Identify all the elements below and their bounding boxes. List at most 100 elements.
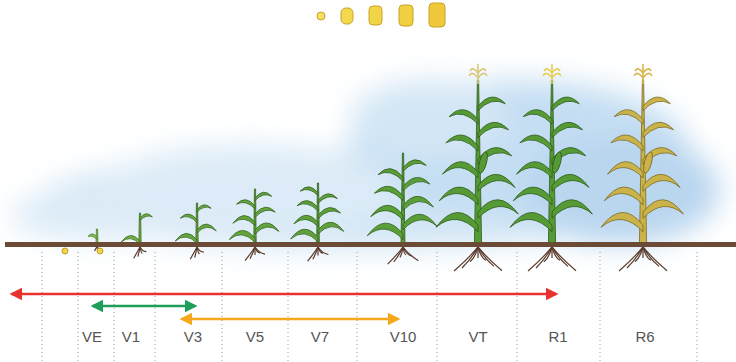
- tassel: [552, 73, 561, 78]
- root: [197, 247, 204, 252]
- ear: [642, 151, 654, 174]
- leaf: [478, 97, 505, 111]
- stage-label: R6: [635, 328, 654, 346]
- tassel: [478, 73, 487, 78]
- leaf: [291, 229, 318, 242]
- stage-ranges: [12, 294, 556, 319]
- tassel: [469, 73, 478, 78]
- tassel: [642, 64, 644, 84]
- corn-plant: [510, 64, 592, 271]
- corn-plant: [175, 203, 216, 259]
- seed: [97, 248, 103, 254]
- stage-label: VE: [82, 328, 102, 346]
- root: [190, 247, 197, 259]
- leaf: [318, 222, 344, 234]
- leaf: [140, 214, 152, 221]
- ear: [551, 151, 563, 174]
- root: [195, 247, 197, 258]
- root: [134, 247, 140, 258]
- leaf: [520, 135, 552, 151]
- stage-label: R1: [548, 328, 567, 346]
- stage-label: V5: [246, 328, 264, 346]
- leaf: [197, 205, 211, 212]
- leaf: [614, 110, 643, 124]
- tassel: [643, 69, 651, 73]
- tassel: [477, 64, 479, 84]
- leaf: [643, 122, 674, 137]
- stage-label: V7: [311, 328, 329, 346]
- root: [403, 247, 418, 261]
- leaf: [608, 162, 643, 178]
- tassel: [478, 69, 486, 73]
- leaf: [294, 215, 318, 226]
- leaf: [517, 162, 552, 178]
- sky-wash: [10, 80, 720, 250]
- root: [528, 247, 552, 271]
- root: [552, 247, 576, 271]
- leaf: [643, 97, 670, 111]
- leaf: [197, 224, 216, 233]
- leaf: [552, 97, 579, 111]
- leaf: [478, 122, 509, 137]
- leaf: [601, 212, 643, 231]
- root: [95, 247, 97, 251]
- root: [250, 247, 255, 259]
- tassel: [635, 69, 643, 73]
- stage-label: V3: [184, 328, 202, 346]
- leaf: [318, 194, 337, 204]
- leaf: [643, 200, 683, 219]
- range-arrow: [182, 318, 398, 321]
- leaf: [443, 162, 478, 178]
- tassel: [544, 69, 552, 73]
- root: [635, 247, 643, 262]
- leaf: [523, 110, 552, 124]
- tassel: [543, 73, 552, 78]
- leaf: [436, 212, 478, 231]
- leaf: [552, 200, 592, 219]
- leaf: [233, 215, 255, 225]
- leaf: [478, 200, 518, 219]
- root: [394, 247, 403, 262]
- corn-plant: [436, 64, 518, 271]
- root: [544, 247, 552, 262]
- leaf: [371, 205, 403, 220]
- tassel: [552, 69, 560, 73]
- leaf: [403, 160, 426, 172]
- stage-label: V1: [122, 328, 140, 346]
- stage-label: V10: [390, 328, 417, 346]
- tassel: [551, 64, 553, 84]
- leaf: [229, 230, 255, 242]
- root: [388, 247, 403, 264]
- leaf: [297, 201, 318, 211]
- leaf: [255, 207, 275, 217]
- root: [245, 247, 255, 261]
- corn-plants: [88, 64, 683, 271]
- kernel-sequence: [317, 3, 445, 27]
- stage-dividers: [42, 252, 697, 362]
- leaf: [300, 187, 318, 196]
- root: [619, 247, 643, 271]
- leaf: [378, 169, 403, 181]
- leaf: [510, 212, 552, 231]
- leaf: [180, 214, 197, 222]
- seed: [62, 248, 68, 254]
- tassel: [634, 73, 643, 78]
- root: [536, 247, 552, 268]
- root: [627, 247, 643, 268]
- ground-line: [5, 242, 736, 247]
- corn-plant: [291, 183, 344, 261]
- leaf: [88, 234, 97, 240]
- root: [313, 247, 318, 259]
- root: [470, 247, 478, 262]
- leaf: [403, 214, 437, 230]
- leaf: [513, 187, 552, 205]
- leaf: [552, 122, 583, 137]
- corn-plant: [121, 213, 152, 258]
- range-arrow: [12, 293, 556, 296]
- leaf: [439, 187, 478, 205]
- leaf: [403, 177, 430, 190]
- root: [478, 247, 502, 271]
- root: [400, 247, 403, 257]
- root: [140, 247, 146, 252]
